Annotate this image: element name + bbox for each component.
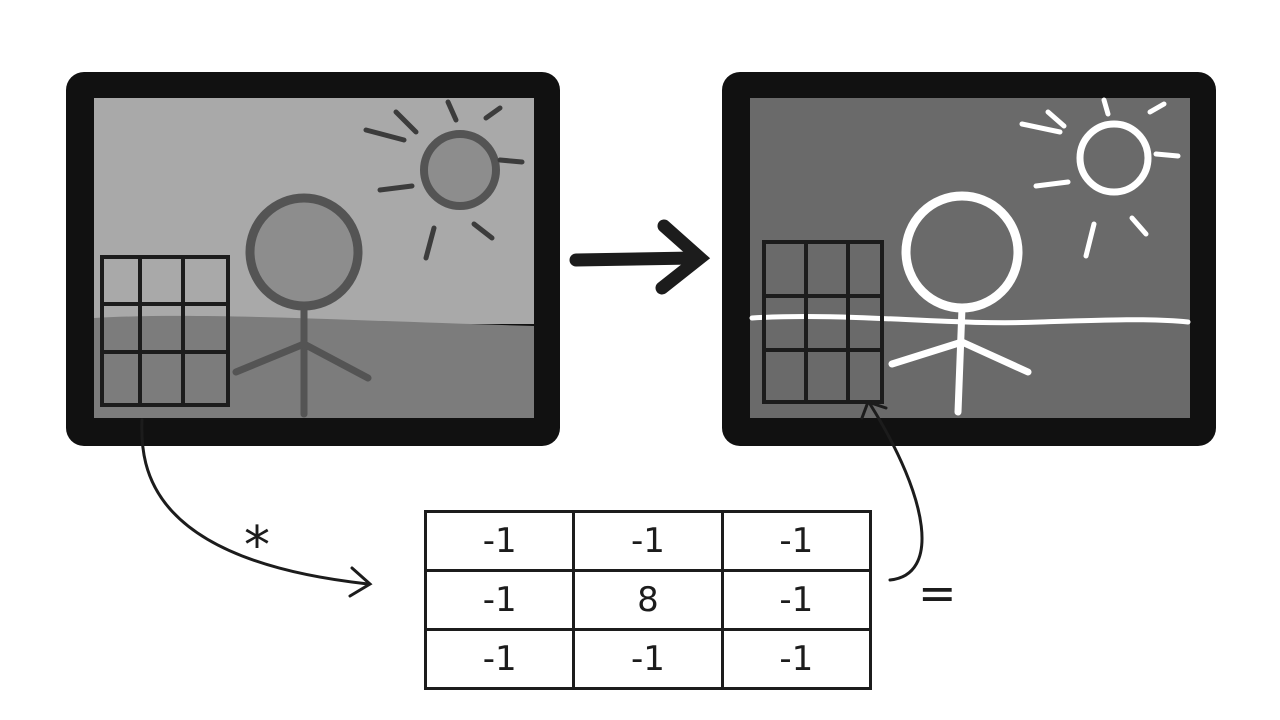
horizon-edge — [749, 313, 1191, 326]
kernel-row: -1 -1 -1 — [423, 510, 873, 572]
kernel-cell: -1 — [720, 569, 873, 631]
output-grid-icon — [762, 240, 884, 404]
kernel-cell: -1 — [572, 510, 724, 572]
input-image-panel — [66, 72, 560, 446]
kernel-cell: 8 — [572, 569, 724, 631]
output-background — [750, 98, 1190, 418]
kernel-cell: -1 — [423, 510, 576, 572]
convolution-operator: * — [244, 516, 270, 576]
input-ground — [94, 315, 534, 418]
grid-icon — [100, 255, 230, 407]
kernel-cell: -1 — [720, 628, 873, 690]
curved-arrow-icon — [140, 418, 373, 598]
result-arrow-icon — [860, 400, 924, 582]
kernel-cell: -1 — [423, 569, 576, 631]
sun-edge-icon — [1019, 97, 1181, 259]
sun-icon — [363, 99, 525, 261]
kernel-cell: -1 — [423, 628, 576, 690]
right-arrow-icon — [569, 219, 711, 295]
stick-figure-edge-icon — [888, 191, 1032, 416]
kernel-cell: -1 — [572, 628, 724, 690]
equals-operator: = — [918, 566, 957, 620]
kernel-row: -1 8 -1 — [423, 569, 873, 631]
kernel-matrix: -1 -1 -1 -1 8 -1 -1 -1 -1 — [423, 510, 873, 690]
kernel-row: -1 -1 -1 — [423, 628, 873, 690]
stick-figure-icon — [232, 193, 372, 418]
output-image-panel — [722, 72, 1216, 446]
kernel-cell: -1 — [720, 510, 873, 572]
